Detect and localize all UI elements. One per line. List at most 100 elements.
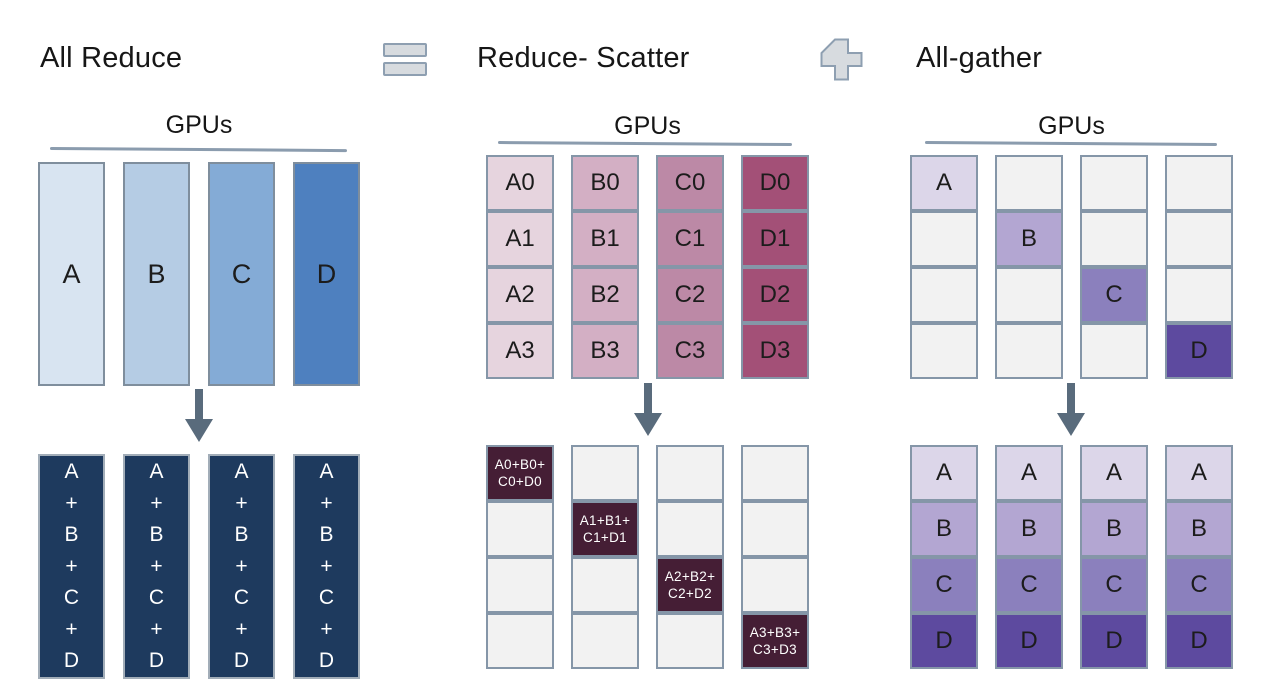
empty-cell (741, 501, 809, 557)
gathered-cell-D: D (1080, 613, 1148, 669)
empty-cell (910, 267, 978, 323)
chunk-cell-B1: B1 (571, 211, 639, 267)
partial-sum-cell: A3+B3+ C3+D3 (741, 613, 809, 669)
gpu-column: A (910, 155, 978, 379)
sum-line: A (149, 460, 164, 484)
empty-cell (1080, 323, 1148, 379)
sum-text-line: A3+B3+ (749, 625, 801, 640)
sum-line: B (149, 523, 164, 547)
chunk-cell-D3: D3 (741, 323, 809, 379)
gathered-cell-A: A (910, 445, 978, 501)
empty-cell (656, 445, 724, 501)
empty-cell (1165, 211, 1233, 267)
all-gather-title: All-gather (916, 42, 1043, 74)
empty-cell (656, 613, 724, 669)
gpu-column: B (995, 155, 1063, 379)
chunk-cell-C3: C3 (656, 323, 724, 379)
empty-cell (486, 613, 554, 669)
sum-line: + (320, 554, 333, 578)
sum-line: + (65, 617, 78, 641)
sum-text-line: A0+B0+ (494, 457, 546, 472)
shard-cell-D: D (1165, 323, 1233, 379)
input-column-C: C (208, 162, 275, 386)
sum-line: A (64, 460, 79, 484)
gpu-column: A1+B1+C1+D1 (571, 445, 639, 669)
gpu-column: A0+B0+C0+D0 (486, 445, 554, 669)
empty-cell (995, 267, 1063, 323)
equals-bar-top (383, 43, 427, 57)
sum-column: A+B+C+D (38, 454, 105, 679)
shard-cell-B: B (995, 211, 1063, 267)
empty-cell (741, 445, 809, 501)
equals-bar-bottom (383, 62, 427, 76)
gpus-heading-all-reduce: GPUs (165, 111, 233, 139)
gpus-underline (49, 147, 348, 152)
empty-cell (571, 557, 639, 613)
column-label: A (62, 258, 81, 289)
shard-cell-A: A (910, 155, 978, 211)
all-reduce-title: All Reduce (40, 42, 183, 74)
sum-line: A (319, 460, 334, 484)
column-label: B (147, 258, 166, 289)
gathered-cell-B: B (1165, 501, 1233, 557)
sum-line: + (235, 554, 248, 578)
gpus-heading-reduce-scatter: GPUs (614, 112, 681, 140)
chunk-cell-A1: A1 (486, 211, 554, 267)
shard-cell-C: C (1080, 267, 1148, 323)
sum-line: + (150, 554, 163, 578)
gathered-cell-D: D (1165, 613, 1233, 669)
gpu-column: A3+B3+ C3+D3 (741, 445, 809, 669)
gpu-column: C (1080, 155, 1148, 379)
sum-line: C (318, 586, 335, 610)
sum-line: + (235, 617, 248, 641)
sum-line: + (235, 491, 248, 515)
plus-icon (820, 38, 863, 81)
empty-cell (1080, 155, 1148, 211)
gathered-cell-A: A (995, 445, 1063, 501)
sum-line: C (148, 586, 165, 610)
sum-line: D (63, 649, 80, 673)
sum-line: B (64, 523, 79, 547)
chunk-cell-B2: B2 (571, 267, 639, 323)
sum-line: C (63, 586, 80, 610)
chunk-cell-C2: C2 (656, 267, 724, 323)
chunk-cell-A0: A0 (486, 155, 554, 211)
sum-column: A+B+C+D (293, 454, 360, 679)
empty-cell (995, 155, 1063, 211)
gathered-cell-B: B (1080, 501, 1148, 557)
reduce-scatter-title: Reduce- Scatter (477, 42, 690, 74)
sum-text-line: C3+D3 (753, 642, 797, 657)
sum-line: + (150, 491, 163, 515)
empty-cell (486, 501, 554, 557)
gpu-column: D (1165, 155, 1233, 379)
gpus-underline (924, 141, 1218, 146)
empty-cell (571, 613, 639, 669)
input-column-B: B (123, 162, 190, 386)
gathered-cell-A: A (1165, 445, 1233, 501)
down-arrow (185, 389, 213, 442)
empty-cell (741, 557, 809, 613)
gpus-heading-all-gather: GPUs (1038, 112, 1105, 140)
column-label: C (231, 258, 252, 289)
empty-cell (1080, 211, 1148, 267)
empty-cell (486, 557, 554, 613)
sum-line: D (233, 649, 250, 673)
chunk-cell-A3: A3 (486, 323, 554, 379)
chunk-cell-A2: A2 (486, 267, 554, 323)
chunk-cell-D0: D0 (741, 155, 809, 211)
empty-cell (910, 323, 978, 379)
sum-line: B (319, 523, 334, 547)
